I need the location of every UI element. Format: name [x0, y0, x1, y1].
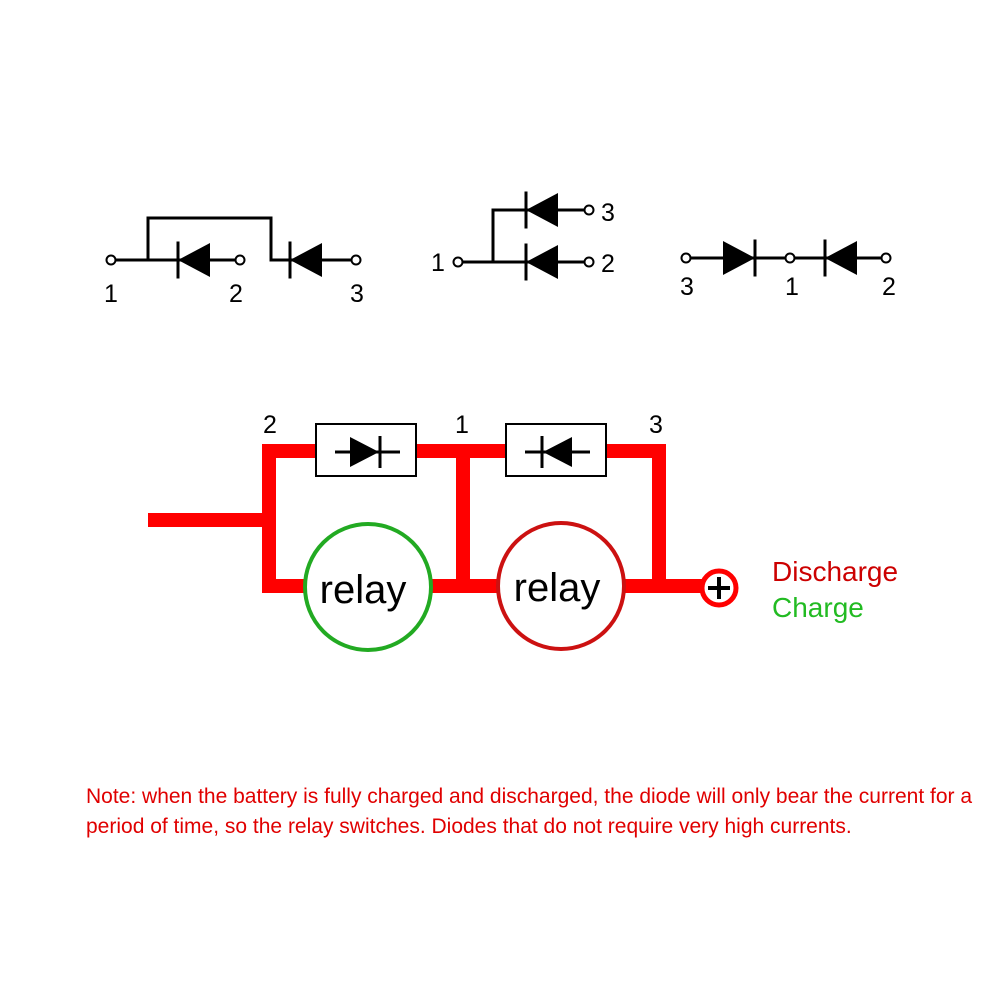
diode-icon [178, 243, 210, 277]
diode-icon [290, 243, 322, 277]
terminal-dot [234, 254, 246, 266]
terminal-label: 2 [229, 280, 243, 308]
terminal-label: 1 [104, 280, 118, 308]
relay-circuit: relay relay 2 1 3 [148, 411, 739, 652]
diode-config-3: 3 1 2 [680, 239, 896, 301]
terminal-label: 2 [601, 250, 615, 278]
terminal-label: 3 [601, 199, 615, 227]
diode-box-left [315, 423, 417, 477]
terminal-dot [350, 254, 362, 266]
diode-icon [723, 241, 755, 275]
relay-right: relay [496, 521, 626, 651]
diode-icon [543, 437, 572, 467]
terminal-label: 1 [785, 273, 799, 301]
circuit-terminal-label: 1 [455, 411, 469, 439]
diode-icon [526, 193, 558, 227]
terminal-dot [105, 254, 117, 266]
terminal-dot [784, 252, 796, 264]
relay-left: relay [303, 522, 433, 652]
legend-charge: Charge [772, 592, 864, 623]
legend-discharge: Discharge [772, 556, 898, 587]
circuit-wires [148, 444, 702, 593]
diode-box-right [505, 423, 607, 477]
terminal-label: 2 [882, 273, 896, 301]
note-text: Note: when the battery is fully charged … [86, 785, 973, 838]
circuit-terminal-label: 2 [263, 411, 277, 439]
terminal-label: 1 [431, 249, 445, 277]
terminal-dot [583, 256, 595, 268]
terminal-dot [880, 252, 892, 264]
terminal-label: 3 [350, 280, 364, 308]
plus-terminal-icon [699, 568, 739, 608]
terminal-dot [680, 252, 692, 264]
diode-icon [526, 245, 558, 279]
diode-config-1: 1 2 3 [104, 216, 364, 308]
relay-label: relay [320, 568, 407, 612]
diode-icon [350, 437, 379, 467]
terminal-label: 3 [680, 273, 694, 301]
diode-config-2: 1 3 2 [431, 191, 615, 281]
terminal-dot [452, 256, 464, 268]
diode-icon [825, 241, 857, 275]
circuit-terminal-label: 3 [649, 411, 663, 439]
relay-label: relay [514, 566, 601, 610]
legend: Discharge Charge [772, 556, 898, 623]
terminal-dot [583, 204, 595, 216]
